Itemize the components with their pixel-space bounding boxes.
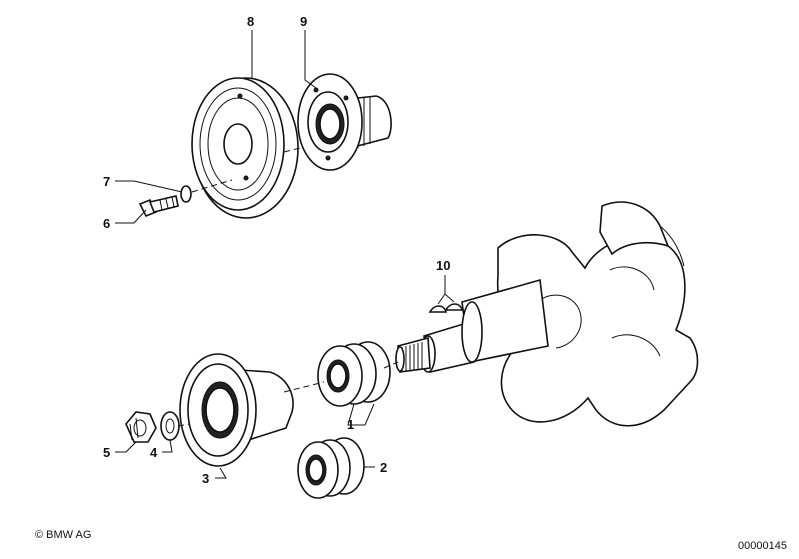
callout-5: 5	[103, 445, 110, 460]
copyright-text: © BMW AG	[35, 529, 91, 541]
washer	[160, 411, 180, 441]
sprocket-gear-loose	[297, 437, 365, 499]
callout-10: 10	[436, 258, 450, 273]
bolt	[138, 195, 179, 218]
callout-6: 6	[103, 216, 110, 231]
callout-2: 2	[380, 460, 387, 475]
callout-1: 1	[347, 417, 354, 432]
sprocket-gear-mounted	[317, 341, 391, 407]
pulley-wheel	[191, 77, 299, 219]
hex-nut	[125, 411, 157, 443]
callout-8: 8	[247, 14, 254, 29]
leader-lines	[115, 30, 455, 479]
part-number-text: 00000145	[738, 540, 787, 552]
callout-3: 3	[202, 471, 209, 486]
vibration-damper	[297, 73, 392, 171]
hub-flange	[179, 353, 294, 467]
crankshaft	[395, 201, 699, 427]
callout-9: 9	[300, 14, 307, 29]
callout-4: 4	[150, 445, 158, 460]
lock-washer	[180, 185, 192, 203]
callout-7: 7	[103, 174, 110, 189]
woodruff-key-pair	[428, 303, 464, 313]
assembly-lines	[177, 147, 399, 427]
